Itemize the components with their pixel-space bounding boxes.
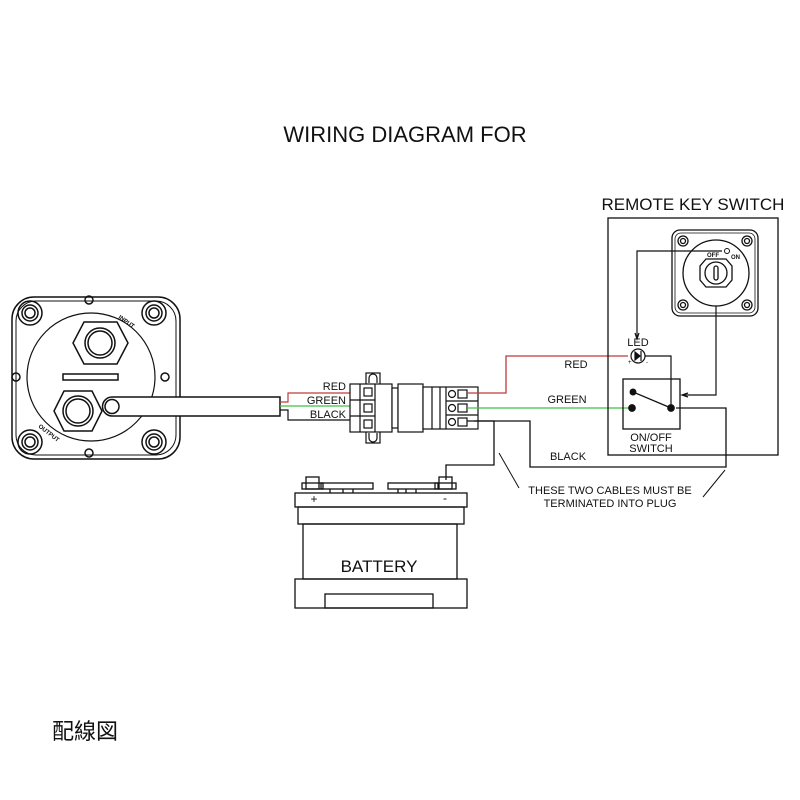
screw-icon (741, 235, 753, 247)
led-label: LED (627, 337, 648, 349)
corner-bolt-icon (141, 429, 167, 455)
diagram-title: WIRING DIAGRAM FOR (283, 122, 526, 147)
screw-icon (677, 299, 689, 311)
note-leader-lines (498, 452, 726, 498)
wire-label-green: GREEN (547, 394, 586, 406)
off-label: OFF (707, 253, 719, 259)
remote-key-switch-title: REMOTE KEY SWITCH (602, 195, 785, 214)
led-plus: + (628, 360, 632, 366)
key-cylinder-icon (699, 258, 733, 288)
cable-to-connector-wires (280, 392, 350, 421)
remote-panel-box (607, 217, 779, 456)
wire-label-black: BLACK (550, 451, 587, 463)
screw-icon (677, 235, 689, 247)
battery-switch (11, 295, 281, 460)
led-icon (630, 348, 646, 364)
connector-label-red: RED (323, 381, 346, 393)
battery-plus-label: + (310, 492, 317, 506)
output-cable (101, 396, 281, 417)
led-minus: - (646, 360, 648, 366)
connector-label-black: BLACK (310, 409, 347, 421)
output-label: OUTPUT (37, 424, 60, 444)
note-line1: THESE TWO CABLES MUST BE (528, 485, 691, 497)
footer-japanese-label: 配線図 (52, 720, 118, 745)
black-wire-to-switch (474, 407, 727, 468)
switch-label-line2: SWITCH (629, 443, 672, 455)
note-line2: TERMINATED INTO PLUG (544, 498, 677, 510)
switch-label-line1: ON/OFF (630, 432, 672, 444)
output-terminal-icon (53, 390, 103, 432)
connector-plug (349, 372, 479, 444)
corner-bolt-icon (17, 429, 43, 455)
black-wire-to-battery (445, 420, 495, 480)
corner-bolt-icon (17, 300, 43, 326)
screw-icon (741, 299, 753, 311)
key-to-switch-wire (684, 306, 717, 396)
key-switch[interactable] (671, 229, 759, 317)
key-switch-wires (634, 250, 722, 408)
key-to-led-wire (636, 250, 722, 337)
red-wire-left (280, 392, 350, 403)
on-off-switch[interactable] (622, 378, 681, 430)
right-wires (445, 355, 727, 480)
black-wire-left (280, 409, 350, 421)
on-label: ON (731, 255, 740, 261)
battery-minus-label: - (443, 491, 447, 505)
battery (294, 476, 468, 609)
corner-bolt-icon (141, 300, 167, 326)
led-to-switch-wire (645, 355, 672, 408)
red-wire-right (467, 355, 628, 394)
connector-label-green: GREEN (307, 395, 346, 407)
battery-label: BATTERY (341, 557, 418, 576)
input-terminal-icon (72, 321, 129, 365)
wire-label-red: RED (564, 359, 587, 371)
